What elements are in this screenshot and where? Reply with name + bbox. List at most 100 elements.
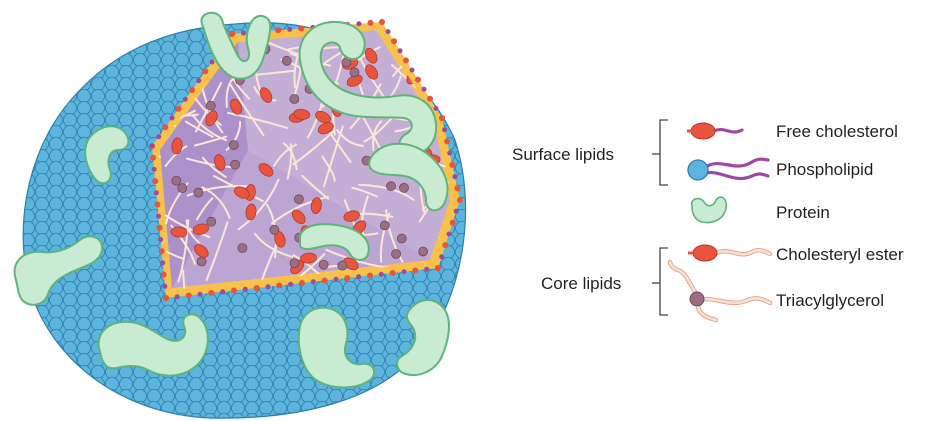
edge-cholesterol [186,293,192,299]
edge-cholesterol [161,272,167,278]
edge-phospholipid-tail [170,116,175,121]
triacylglycerol-head [319,260,328,269]
edge-cholesterol [231,288,237,294]
legend-label-free-cholesterol: Free cholesterol [776,122,898,141]
edge-phospholipid-tail [198,292,203,297]
edge-cholesterol [427,96,433,102]
edge-phospholipid-tail [447,151,452,156]
edge-cholesterol [390,270,396,276]
edge-cholesterol [299,280,305,286]
legend: Surface lipids Core lipids [512,120,904,320]
triacylglycerol-head [229,141,238,150]
free-cholesterol-icon [687,123,742,139]
edge-cholesterol [157,225,163,231]
triacylglycerol-head [294,195,303,204]
edge-phospholipid-tail [402,269,407,274]
triacylglycerol-head [397,234,406,243]
edge-phospholipid-tail [439,254,444,259]
edge-cholesterol [176,106,182,112]
triacylglycerol-head [387,182,396,191]
edge-phospholipid-tail [334,277,339,282]
edge-cholesterol [163,295,169,301]
triacylglycerol-head [197,257,206,266]
edge-phospholipid-tail [175,294,180,299]
triacylglycerol-head [290,95,299,104]
triacylglycerol-head [419,247,428,256]
lipid-tail [420,31,435,65]
edge-cholesterol [152,178,158,184]
edge-cholesterol [454,185,460,191]
edge-phospholipid-tail [196,78,201,83]
triacylglycerol-head [270,225,279,234]
edge-cholesterol [159,248,165,254]
edge-cholesterol [208,290,214,296]
triacylglycerol-head [427,44,436,53]
edge-phospholipid-tail [454,209,459,214]
legend-label-cholesteryl-ester: Cholesteryl ester [776,245,904,264]
edge-cholesterol [229,31,235,37]
edge-cholesterol [275,27,281,33]
lipoprotein-particle [15,0,478,418]
edge-phospholipid-tail [452,174,457,179]
edge-cholesterol [254,285,260,291]
edge-phospholipid-tail [356,274,361,279]
edge-phospholipid-tail [379,272,384,277]
triacylglycerol-head [338,261,347,270]
edge-phospholipid-tail [220,289,225,294]
edge-phospholipid-tail [162,284,167,289]
edge-cholesterol [344,275,350,281]
triacylglycerol-head [290,259,299,268]
edge-cholesterol [444,138,450,144]
triacylglycerol-head [400,183,409,192]
edge-cholesterol [276,283,282,289]
edge-cholesterol [150,155,156,161]
triacylglycerol-head [206,101,215,110]
edge-cholesterol [162,124,168,130]
legend-label-triacylglycerol: Triacylglycerol [776,291,884,310]
edge-phospholipid-tail [434,106,439,111]
edge-phospholipid-tail [410,68,415,73]
edge-cholesterol [457,197,463,203]
surface-lipids-label: Surface lipids [512,145,614,164]
triacylglycerol-head [231,160,240,169]
edge-cholesterol [403,57,409,63]
edge-phospholipid-tail [154,190,159,195]
protein-icon [692,197,727,222]
triacylglycerol-head [380,221,389,230]
edge-cholesterol [439,115,445,121]
core-lipids-bracket [652,248,668,315]
edge-phospholipid-tail [424,267,429,272]
edge-cholesterol [435,265,441,271]
edge-cholesterol [412,268,418,274]
legend-label-protein: Protein [776,203,830,222]
edge-cholesterol [189,87,195,93]
surface-lipids-bracket [652,120,668,185]
edge-phospholipid-tail [241,31,246,36]
triacylglycerol-head [207,217,216,226]
edge-phospholipid-tail [150,144,155,149]
edge-cholesterol [202,68,208,74]
edge-phospholipid-tail [156,134,161,139]
edge-cholesterol [154,202,160,208]
triacylglycerol-head [172,176,181,185]
legend-label-phospholipid: Phospholipid [776,160,873,179]
edge-phospholipid-tail [422,87,427,92]
triacylglycerol-head [194,188,203,197]
edge-cholesterol [442,242,448,248]
edge-phospholipid-tail [152,167,157,172]
edge-phospholipid-tail [288,282,293,287]
edge-cholesterol [450,220,456,226]
edge-phospholipid-tail [356,21,361,26]
edge-phospholipid-tail [243,287,248,292]
edge-phospholipid-tail [266,284,271,289]
triacylglycerol-head [282,56,291,65]
cholesteryl-ester-head [408,49,427,66]
edge-cholesterol [322,278,328,284]
lipid-tail [435,74,473,109]
lipid-tail [442,27,455,52]
edge-phospholipid-tail [287,27,292,32]
core-lipids-label: Core lipids [541,274,621,293]
edge-phospholipid-tail [447,232,452,237]
edge-phospholipid-tail [442,127,447,132]
